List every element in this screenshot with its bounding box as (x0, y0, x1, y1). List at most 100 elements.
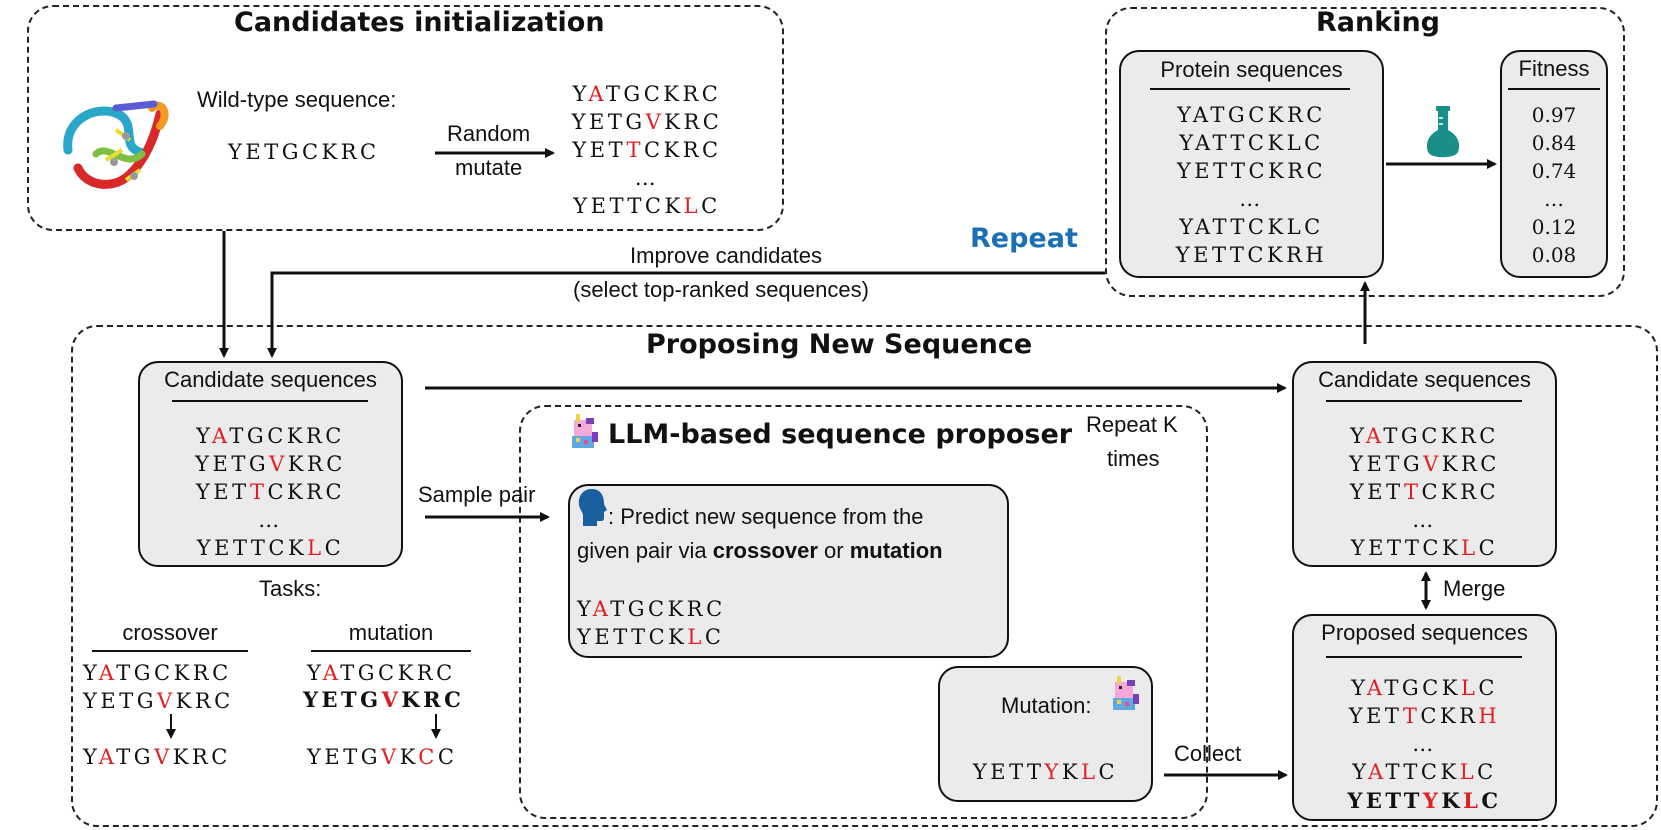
sequence-line: YETTCKRC (195, 480, 346, 504)
sequence-line: YETTCKRH (1348, 704, 1501, 728)
mutated-residue: L (687, 625, 705, 649)
sequence-line: … (258, 508, 283, 532)
sequence-line: YETGVKRC (83, 689, 234, 713)
sequence-line: YATGCKRC (1350, 424, 1499, 448)
right-candidate-header: Candidate sequences (1318, 367, 1531, 392)
mutated-residue: L (1459, 760, 1478, 784)
sequence-line: YETTCKRC (1176, 159, 1327, 183)
prompt-line-2: given pair via (577, 538, 713, 563)
fitness-value: 0.12 (1531, 215, 1577, 239)
crossover-rule (92, 650, 248, 652)
candidate-header-rule (172, 400, 368, 402)
fitness-value: 0.84 (1531, 131, 1577, 155)
prompt-line-1: : Predict new sequence from the (608, 504, 924, 529)
mutate-label: mutate (455, 155, 523, 180)
head-icon (578, 489, 607, 526)
flask-icon (1426, 106, 1460, 158)
fitness-value: 0.97 (1531, 103, 1577, 127)
mutation-output-sequence: YETTYKLC (972, 760, 1119, 784)
crossover-header: crossover (122, 620, 218, 645)
sequence-line: YATTCKLC (1179, 131, 1324, 155)
prompt-mutation: mutation (849, 538, 943, 563)
merge-label: Merge (1443, 576, 1506, 601)
mutated-residue: Y (1044, 760, 1062, 784)
mutated-residue: H (1478, 704, 1501, 728)
sequence-line: YATGCKRC (577, 597, 726, 621)
sequence-line: YATGCKLC (1351, 676, 1498, 700)
sequence-line: YETTCKRC (1349, 480, 1500, 504)
sequence-line: YETTCKLC (1350, 536, 1499, 560)
proposing-panel (71, 325, 1658, 827)
crossover-child: YATGVKRC (83, 745, 231, 769)
sequence-line: YATGCKRC (1177, 103, 1326, 127)
mutated-residue: V (380, 745, 400, 769)
mutated-residue: A (1366, 676, 1385, 700)
fitness-value: 0.74 (1531, 159, 1577, 183)
sequence-line: … (1412, 508, 1437, 532)
mutated-residue: A (1368, 760, 1386, 784)
mutation-rule (311, 650, 471, 652)
fitness-value-list: 0.97 0.84 0.74 … 0.12 0.08 (1500, 101, 1608, 269)
init-title: Candidates initialization (234, 7, 605, 38)
proposed-header-rule (1326, 656, 1522, 658)
protein-sequences-header: Protein sequences (1160, 57, 1343, 82)
prompt-box (568, 484, 1009, 658)
mutated-residue: V (269, 452, 288, 476)
repeat-k-label: Repeat K (1086, 412, 1178, 437)
prompt-text-2: given pair via crossover or mutation (577, 535, 943, 567)
protein-header-rule (1150, 88, 1350, 90)
improve-candidates-label: Improve candidates (630, 243, 822, 268)
right-candidate-sequences-box (1292, 361, 1557, 567)
mutated-residue: L (1460, 676, 1479, 700)
candidates-initialization-panel (27, 5, 784, 231)
sample-pair-label: Sample pair (418, 482, 536, 507)
mutated-residue: A (98, 661, 117, 685)
mutated-residue: V (156, 689, 176, 713)
mutated-residue: Y (1422, 788, 1442, 813)
sequence-line: YATGCKRC (572, 82, 722, 106)
right-candidate-rule (1326, 400, 1522, 402)
mutated-residue: V (1423, 452, 1442, 476)
sequence-line: YETTCKLC (196, 536, 345, 560)
mutated-residue: A (211, 424, 230, 448)
mutated-residue: A (98, 745, 117, 769)
mutated-residue: A (588, 82, 606, 106)
ranking-title: Ranking (1316, 7, 1440, 38)
candidate-sequence-list: YATGCKRC YETGVKRC YETTCKRC … YETTCKLC (138, 422, 403, 562)
mutation-parent-2: YETGVKRC (303, 687, 465, 712)
mutated-residue: V (645, 110, 665, 134)
mutated-residue: T (249, 480, 268, 504)
fitness-value: … (1544, 187, 1564, 211)
sequence-line: … (1239, 187, 1264, 211)
select-top-ranked-label: (select top-ranked sequences) (573, 277, 869, 302)
collect-label: Collect (1174, 741, 1242, 766)
sequence-line: … (634, 166, 660, 190)
mutated-residue: C (418, 745, 438, 769)
sequence-line: YATTCKLC (1179, 215, 1324, 239)
sequence-line: YETTCKRH (1175, 243, 1328, 267)
sequence-line: YETGVKRC (195, 452, 346, 476)
fitness-value: 0.08 (1531, 243, 1577, 267)
ranked-sequence-list: YATGCKRC YATTCKLC YETTCKRC … YATTCKLC YETTCKR… (1119, 101, 1384, 269)
sequence-line: YETGVKRC (571, 110, 723, 134)
repeat-label: Repeat (970, 223, 1078, 254)
mutation-mascot-icon (1113, 676, 1139, 710)
mutated-residue: V (154, 745, 173, 769)
mutated-residue: L (307, 536, 325, 560)
sequence-line: YETTCKLC (573, 194, 721, 218)
wild-type-label: Wild-type sequence: (197, 87, 397, 112)
sequence-line: YETTCKRC (572, 138, 722, 162)
prompt-or: or (817, 538, 850, 563)
mutated-residue: L (683, 194, 702, 218)
sequence-line: YETTCKLC (577, 625, 725, 649)
sequence-line: YATGCKRC (196, 424, 345, 448)
candidate-sequences-box (138, 361, 403, 567)
wild-type-sequence: YETGCKRC (228, 140, 380, 164)
mutation-header: mutation (348, 620, 434, 645)
tasks-label: Tasks: (259, 576, 322, 601)
mutation-parent-1: YATGCKRC (307, 661, 456, 685)
sequence-line: … (1412, 732, 1437, 756)
mutated-residue: V (381, 687, 402, 712)
prompt-text: : Predict new sequence from the (608, 501, 924, 533)
